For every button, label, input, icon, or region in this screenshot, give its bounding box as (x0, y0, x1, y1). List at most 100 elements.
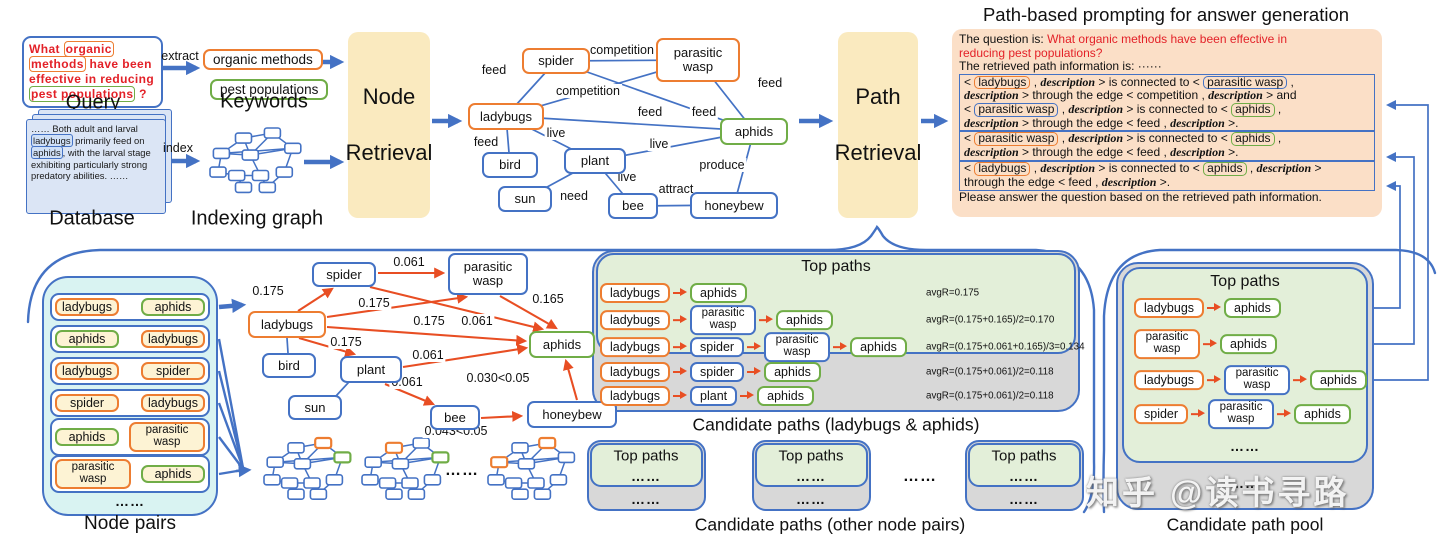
other-box-1-dots2: …… (631, 491, 661, 507)
red-arrow-icon (673, 367, 688, 377)
extract-label: extract (161, 49, 199, 63)
red-arrow-icon (673, 391, 688, 401)
mini-node (280, 477, 299, 489)
graph-node-spider: spider (312, 262, 376, 287)
highlighted-node (384, 441, 404, 454)
text-segment: >. (1156, 174, 1171, 189)
text-segment: description (964, 115, 1019, 130)
text-segment: What (29, 42, 64, 56)
graph-node-aphids: aphids (529, 331, 595, 358)
path-chip: parasitic wasp (690, 305, 757, 335)
avg-score: avgR=0.175 (926, 287, 980, 299)
red-arrow-icon (1207, 303, 1222, 313)
text-segment: parasitic wasp (974, 132, 1059, 147)
lady-top-paths-title: Top paths (801, 258, 871, 275)
prompt-question-line1: The question is: What organic methods ha… (959, 32, 1287, 46)
text-segment: > is connected to < (1095, 74, 1204, 89)
mini-node (527, 477, 545, 489)
node-pill: ladybugs (55, 361, 119, 381)
path-chip: parasitic wasp (1208, 399, 1275, 429)
red-arrow-icon (1293, 375, 1308, 385)
path-chip: aphids (776, 310, 833, 330)
text-segment: aphids (1231, 102, 1275, 117)
edge-label: live (615, 170, 639, 184)
text-segment: > through the edge < feed , (1018, 145, 1171, 160)
path-chip: aphids (1294, 404, 1351, 424)
graph-node-honeybew: honeybew (690, 192, 778, 219)
text-segment: description (1208, 88, 1263, 103)
node-pill: spider (55, 393, 119, 413)
mini-node (412, 437, 431, 449)
path-chip: spider (690, 337, 745, 357)
edge-label: 0.175 (250, 284, 286, 298)
text-segment: , (1274, 131, 1282, 146)
red-arrow-icon (673, 288, 688, 298)
text-segment: >. (1224, 145, 1239, 160)
path-chip: ladybugs (600, 337, 671, 357)
node-pill: ladybugs (141, 393, 205, 413)
mini-node (401, 477, 419, 489)
prompt-block-line: through the edge < feed , description >. (964, 174, 1370, 190)
text-segment: aphids (1203, 162, 1247, 176)
node-pill: aphids (141, 464, 205, 484)
path-chip: aphids (1310, 370, 1367, 390)
mini-graph-1 (263, 436, 352, 501)
path-chip: ladybugs (600, 362, 671, 382)
mini-node (212, 147, 231, 160)
lady-caption: Candidate paths (ladybugs & aphids) (692, 414, 980, 435)
text-segment: > is connected to < (1123, 101, 1232, 116)
text-segment: > is connected to < (1123, 131, 1232, 146)
edge-label: feed (471, 135, 501, 149)
mini-graph-2 (361, 437, 450, 501)
text-segment: description (1068, 131, 1124, 146)
mini-node (251, 169, 270, 182)
text-segment: …… Both adult and larval (31, 123, 138, 134)
path-chip: aphids (690, 283, 747, 303)
text-segment: description (1068, 101, 1124, 116)
text-segment: < (964, 101, 975, 116)
edge-label: feed (755, 76, 785, 90)
text-segment: primarily feed on (72, 134, 145, 146)
database-text: …… Both adult and larval ladybugs primar… (27, 120, 165, 185)
edge-label: feed (635, 105, 665, 119)
text-segment: organic (63, 41, 114, 57)
graph-node-parasitic-wasp: parasitic wasp (448, 253, 528, 295)
mini-node (557, 451, 576, 464)
prompt-title: Path-based prompting for answer generati… (982, 4, 1350, 25)
mini-node (309, 488, 328, 501)
other-box-1-title: Top paths (613, 447, 679, 465)
other-box-2-dots2: …… (796, 491, 826, 507)
prompt-retrieved-line: The retrieved path information is: ·····… (959, 59, 1162, 73)
node-retrieval-word2: Retrieval (345, 140, 433, 165)
path-chip: ladybugs (1134, 298, 1205, 318)
edge-label: 0.165 (530, 292, 566, 306)
edge-label: produce (697, 158, 747, 172)
red-arrow-icon (1207, 375, 1222, 385)
text-segment: > (1311, 161, 1322, 176)
graph-node-plant: plant (564, 148, 626, 174)
text-segment: through the edge < feed , (964, 174, 1102, 189)
mini-node (511, 441, 529, 454)
fan-arrowhead (235, 464, 252, 478)
text-segment: , (1246, 161, 1257, 176)
node-pill: ladybugs (55, 297, 119, 317)
indexing-graph-label: Indexing graph (190, 207, 324, 230)
red-arrow-icon (740, 391, 755, 401)
other-box-3-dots: …… (1009, 468, 1039, 484)
other-box-3-dots2: …… (1009, 491, 1039, 507)
edge-label: attract (656, 182, 696, 196)
text-segment: pest populations (29, 86, 136, 102)
mini-node (391, 457, 410, 470)
red-arrow-icon (833, 342, 848, 352)
mini-node (517, 457, 536, 470)
edge-label: 0.030<0.05 (464, 371, 532, 385)
graph-node-sun: sun (498, 186, 552, 212)
graph-node-bee: bee (608, 193, 658, 219)
highlighted-node (431, 451, 450, 464)
